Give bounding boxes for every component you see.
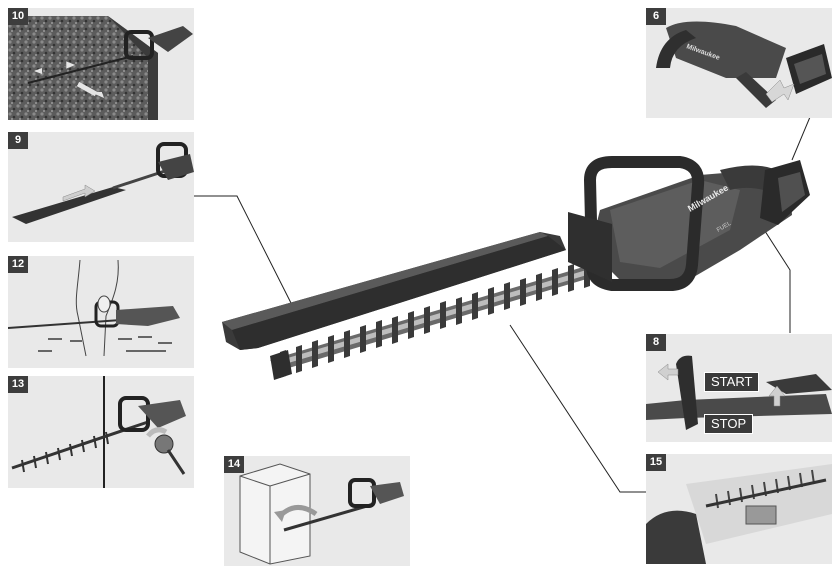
storage-cabinet-illustration: [239, 463, 404, 565]
blade-cover: [222, 232, 566, 350]
panel-step-12: 12: [8, 256, 194, 368]
step-number-10: 10: [8, 8, 28, 25]
panel-step-8: 8 START STOP: [646, 334, 832, 442]
wall-mount-illustration: [646, 464, 832, 564]
step-number-12: 12: [8, 256, 28, 273]
step-number-8: 8: [646, 334, 666, 351]
hedge-texture-illustration: [8, 16, 193, 120]
tool-body: [568, 156, 810, 291]
panel-step-13: 13: [8, 376, 194, 488]
panel-step-15: 15: [646, 454, 832, 564]
step-number-14: 14: [224, 456, 244, 473]
panel-step-9: 9: [8, 132, 194, 242]
step-number-6: 6: [646, 8, 666, 25]
blade-brush-illustration: [11, 376, 186, 488]
blade-cover-illustration: [12, 142, 194, 224]
battery-insert-illustration: Milwaukee: [656, 21, 832, 108]
operating-posture-illustration: [8, 259, 180, 357]
stop-label: STOP: [704, 414, 754, 434]
start-stop-illustration: [646, 355, 832, 430]
panel-step-6: Milwaukee 6: [646, 8, 832, 118]
step-number-13: 13: [8, 376, 28, 393]
panel-step-10: 10: [8, 8, 194, 120]
step-number-15: 15: [646, 454, 666, 471]
hedge-blade: [270, 260, 610, 380]
start-label: START: [704, 372, 760, 392]
step-number-9: 9: [8, 132, 28, 149]
panel-step-14: 14: [224, 456, 410, 566]
